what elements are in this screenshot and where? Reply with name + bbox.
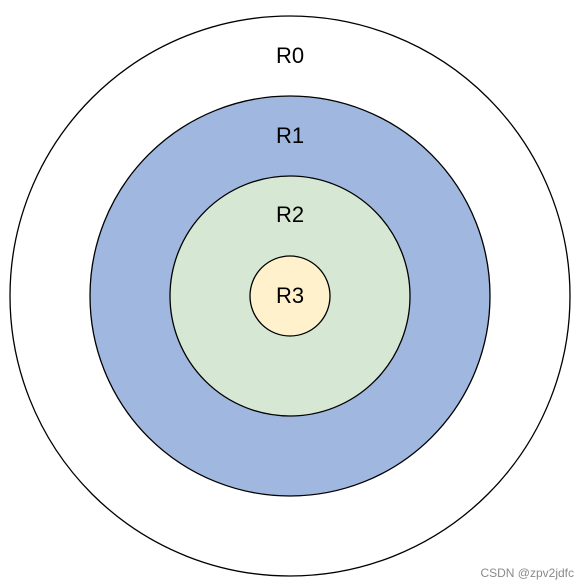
watermark-text: CSDN @zpv2jdfc: [480, 566, 574, 580]
ring-r3-label: R3: [276, 283, 304, 308]
ring-r0-label: R0: [276, 43, 304, 68]
ring-r3-circle: [249, 255, 331, 337]
ring-r1-label: R1: [276, 123, 304, 148]
ring-r2-label: R2: [276, 202, 304, 227]
